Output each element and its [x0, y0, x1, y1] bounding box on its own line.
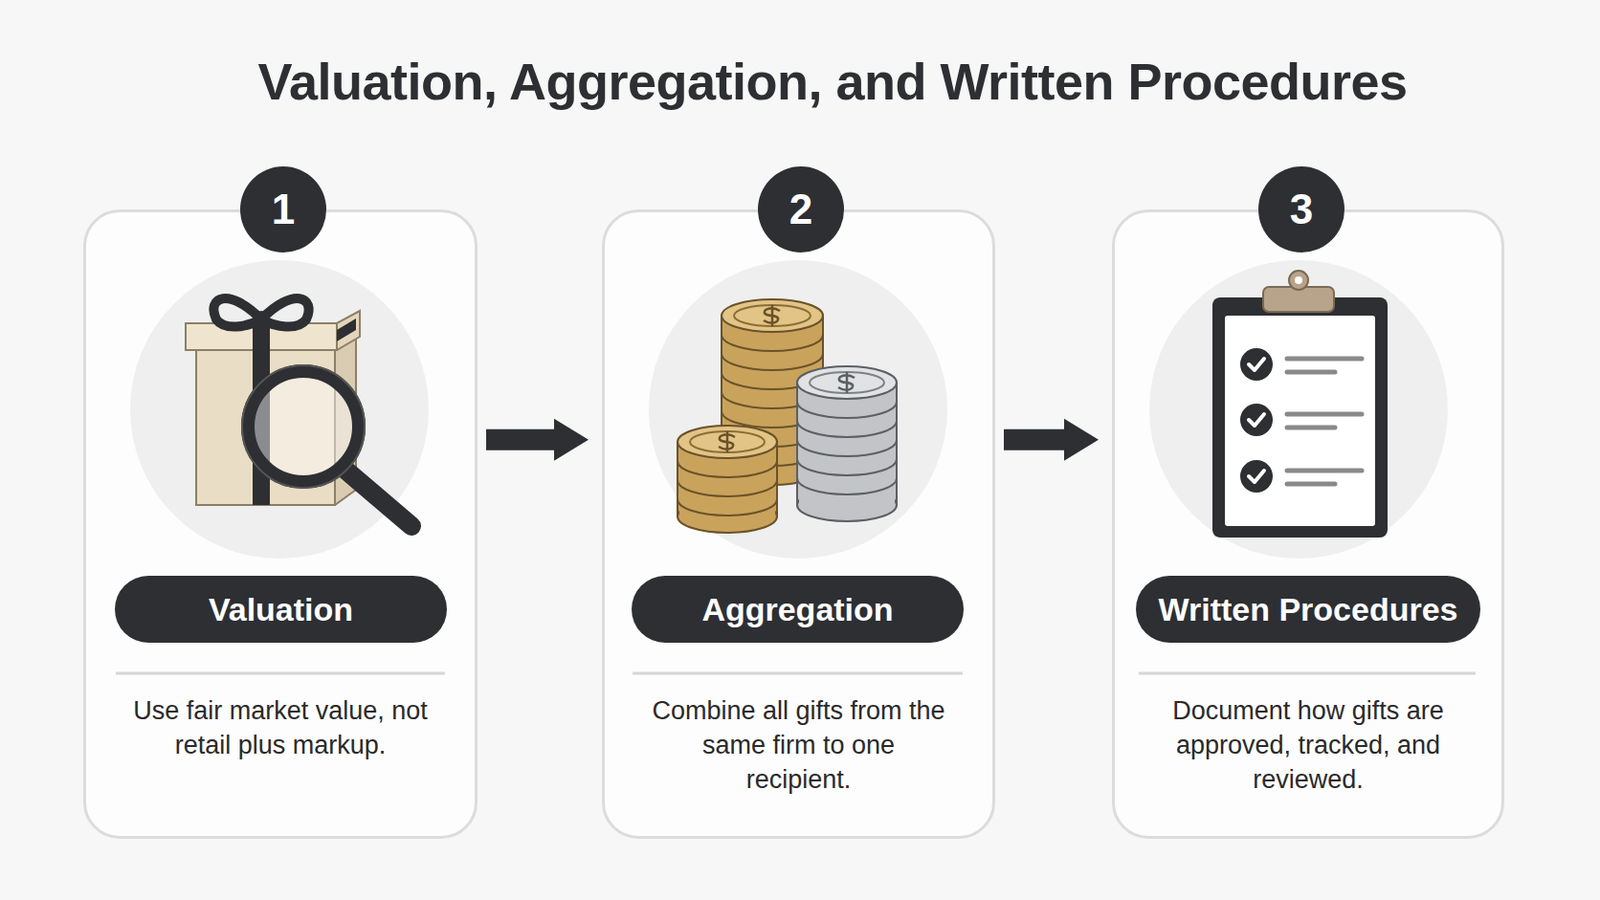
gift-icon-part — [252, 311, 270, 329]
silver-stack-part — [797, 488, 897, 522]
gold-stack-short-part — [679, 497, 776, 517]
gift-icon-part — [185, 323, 337, 351]
gold-stack-tall — [721, 299, 823, 486]
silver-stack-part — [797, 401, 897, 495]
clipboard-icon-part — [1240, 403, 1273, 437]
gift-icon-part — [346, 470, 412, 527]
clipboard-icon-part — [1212, 297, 1388, 538]
clipboard-icon-part — [1240, 460, 1273, 493]
gold-stack-tall-part — [763, 305, 780, 327]
icon-backdrops-part — [130, 260, 429, 559]
gold-stack-tall-part — [733, 305, 811, 327]
gift-icon-part — [261, 298, 310, 327]
silver-stack-part — [799, 486, 895, 506]
step-description: Document how gifts are approved, tracked… — [1114, 693, 1502, 798]
divider-lines-part — [632, 672, 963, 676]
gold-stack-short-part — [677, 461, 778, 516]
silver-stack-part — [809, 372, 885, 394]
step-description: Combine all gifts from the same firm to … — [604, 693, 993, 798]
gold-stack-tall-part — [723, 449, 822, 469]
diagram-title: Valuation, Aggregation, and Written Proc… — [162, 51, 1503, 112]
gold-stack-tall-part — [721, 315, 823, 469]
flow-arrow — [486, 419, 589, 462]
gift-icon-part — [196, 336, 356, 506]
step-label: Valuation — [114, 576, 447, 644]
icon-backdrops-part — [648, 260, 948, 559]
step-description: Use fair market value, not retail plus m… — [86, 693, 475, 763]
step-label-text: Aggregation — [701, 591, 893, 629]
clipboard-icon-part — [1294, 276, 1303, 285]
clipboard-icon-part — [1248, 358, 1265, 483]
divider-lines-part — [1138, 672, 1476, 676]
coin-stacks — [677, 299, 897, 534]
gift-icon-part — [242, 365, 365, 489]
gift-icon-part — [336, 318, 356, 342]
icon-backdrops — [130, 260, 1448, 559]
silver-stack-part — [797, 382, 897, 506]
gold-stack-short — [677, 425, 778, 534]
clipboard-icon-part — [1287, 358, 1362, 485]
step-number-text: 2 — [789, 185, 813, 234]
gift-icon — [185, 298, 412, 527]
gold-stack-short-part — [677, 425, 778, 459]
silver-stack — [797, 366, 897, 522]
gold-stack-tall-part — [721, 452, 823, 486]
icon-backdrops-part — [1149, 260, 1448, 559]
gift-icon-part — [196, 349, 335, 506]
step-label-text: Valuation — [208, 591, 354, 629]
gold-stack-tall-part — [721, 299, 823, 333]
divider-lines-part — [115, 672, 445, 676]
gold-stack-short-part — [718, 431, 735, 453]
silver-stack-part — [797, 366, 897, 400]
clipboard-icon-part — [1240, 348, 1273, 381]
clipboard-icon-part — [1224, 315, 1376, 527]
step-number-text: 1 — [271, 185, 295, 234]
flow-arrow — [1003, 419, 1099, 462]
step-label-text: Written Procedures — [1157, 591, 1458, 629]
clipboard-icon-part — [1288, 270, 1309, 290]
step-number: 2 — [757, 166, 845, 253]
gold-stack-short-part — [677, 500, 778, 534]
step-label: Aggregation — [631, 576, 964, 644]
gold-stack-short-part — [689, 431, 765, 453]
step-card: Combine all gifts from the same firm to … — [601, 209, 996, 840]
clipboard-icon-part — [1263, 287, 1334, 312]
step-card: Document how gifts are approved, tracked… — [1111, 209, 1505, 840]
gift-icon-part — [213, 298, 262, 327]
gift-icon-part — [252, 323, 270, 506]
step-number: 1 — [240, 166, 327, 253]
clipboard-icon — [1212, 270, 1388, 538]
step-card: Use fair market value, not retail plus m… — [83, 209, 478, 840]
gift-icon-part — [247, 371, 359, 483]
step-number: 3 — [1258, 166, 1345, 253]
step-label: Written Procedures — [1135, 576, 1481, 644]
divider-lines — [115, 673, 1476, 675]
gold-stack-tall-part — [721, 334, 823, 467]
silver-stack-part — [838, 372, 855, 394]
step-number-text: 3 — [1289, 185, 1313, 234]
gift-icon-part — [185, 311, 360, 351]
gold-stack-short-part — [677, 442, 778, 517]
